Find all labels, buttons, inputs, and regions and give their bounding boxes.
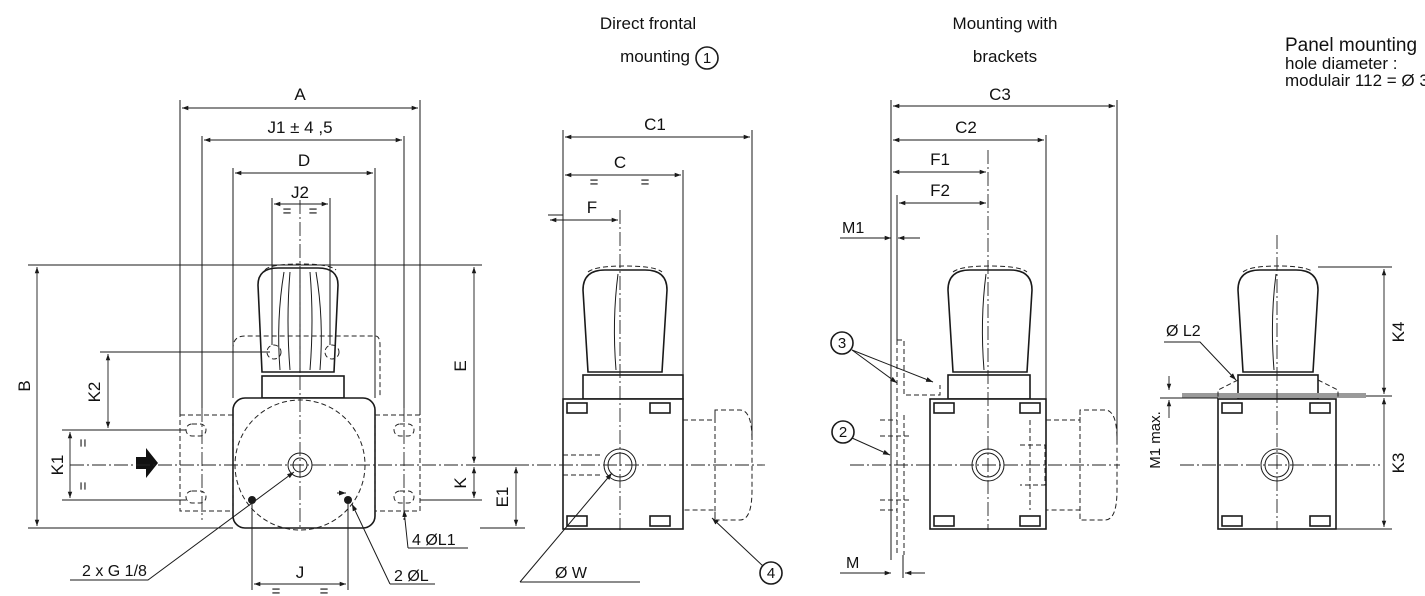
note-1-callout: 1 bbox=[703, 50, 711, 67]
eq-mark: = bbox=[75, 481, 92, 490]
dim-a-label: A bbox=[294, 85, 306, 104]
dim-c1-label: C1 bbox=[644, 115, 666, 134]
dim-b-label: B bbox=[15, 380, 34, 391]
dim-c-label: C bbox=[614, 153, 626, 172]
dim-e-label: E bbox=[451, 360, 470, 371]
dim-d-label: D bbox=[298, 151, 310, 170]
dim-f1-label: F1 bbox=[930, 150, 950, 169]
dim-k-label: K bbox=[451, 477, 470, 489]
side-view-brackets-labels: Mounting with brackets C3 C2 F1 F2 M1 M … bbox=[838, 14, 1058, 572]
dim-m1-label: M1 bbox=[842, 220, 864, 237]
title-frontal-line2: mounting bbox=[620, 47, 690, 66]
dim-l2-label: Ø L2 bbox=[1166, 323, 1201, 340]
title-frontal-line1: Direct frontal bbox=[600, 14, 696, 33]
eq-mark: = bbox=[75, 438, 92, 447]
callout-3: 3 bbox=[838, 335, 846, 352]
dim-j-label: J bbox=[296, 563, 305, 582]
side-view-brackets bbox=[830, 100, 1120, 578]
side-view-frontal bbox=[515, 130, 783, 585]
dim-w-label: Ø W bbox=[555, 565, 588, 582]
front-view-labels: A J1 ± 4 ,5 D J2 = = B K2 K1 = = E K E1 … bbox=[15, 85, 512, 596]
dim-k3-label: K3 bbox=[1389, 453, 1408, 474]
dim-c2-label: C2 bbox=[955, 118, 977, 137]
dim-j1-label: J1 ± 4 ,5 bbox=[267, 118, 332, 137]
eq-mark: = bbox=[320, 583, 329, 596]
side-view-frontal-labels: Direct frontal mounting 1 C1 C = = F Ø W… bbox=[555, 14, 775, 582]
eq-mark: = bbox=[309, 203, 318, 220]
callout-2: 2 bbox=[839, 424, 847, 441]
dim-k1-label: K1 bbox=[48, 455, 67, 476]
panel-view bbox=[1160, 235, 1392, 530]
panel-view-labels: Panel mounting hole diameter : modulair … bbox=[1147, 35, 1425, 473]
title-panel-line2: hole diameter : bbox=[1285, 54, 1397, 73]
callout-4: 4 bbox=[767, 565, 775, 582]
front-view bbox=[28, 100, 525, 590]
eq-mark: = bbox=[272, 583, 281, 596]
eq-mark: = bbox=[283, 203, 292, 220]
dim-e1-label: E1 bbox=[493, 487, 512, 508]
eq-mark: = bbox=[590, 174, 599, 191]
dim-f-label: F bbox=[587, 198, 597, 217]
dim-l1-label: 4 ØL1 bbox=[412, 532, 456, 549]
title-panel-line1: Panel mounting bbox=[1285, 35, 1417, 56]
dim-j2-label: J2 bbox=[291, 183, 309, 202]
dim-k2-label: K2 bbox=[85, 382, 104, 403]
dim-c3-label: C3 bbox=[989, 85, 1011, 104]
dim-l-label: 2 ØL bbox=[394, 568, 429, 585]
title-brackets-line2: brackets bbox=[973, 47, 1037, 66]
dim-m-label: M bbox=[846, 555, 859, 572]
eq-mark: = bbox=[641, 174, 650, 191]
dim-m1max-label: M1 max. bbox=[1147, 411, 1164, 469]
dim-g-label: 2 x G 1/8 bbox=[82, 563, 147, 580]
dim-k4-label: K4 bbox=[1389, 322, 1408, 343]
title-panel-line3: modulair 112 = Ø 37,5 bbox=[1285, 71, 1425, 90]
title-brackets-line1: Mounting with bbox=[953, 14, 1058, 33]
dim-f2-label: F2 bbox=[930, 181, 950, 200]
